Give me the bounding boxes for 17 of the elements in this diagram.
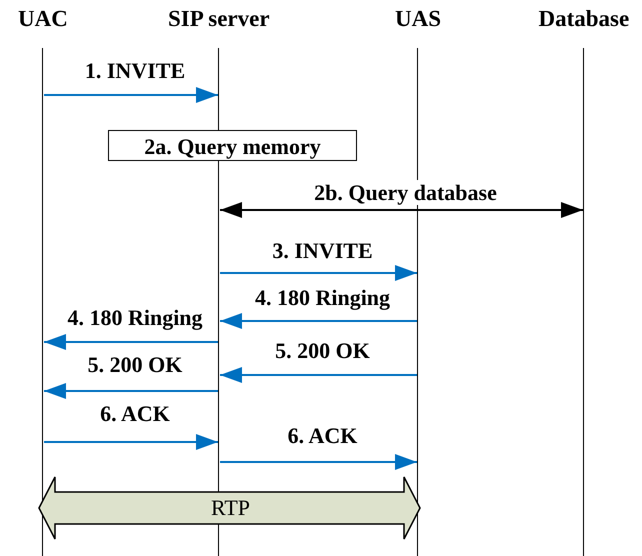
- edge-label: 2b. Query database: [312, 180, 499, 205]
- message-arrow: [44, 383, 218, 399]
- participant-label: UAC: [18, 6, 68, 32]
- message-arrow: [44, 334, 218, 350]
- process-box: 2a. Query memory: [108, 130, 357, 161]
- message-arrow: [220, 265, 417, 281]
- participant-label: UAS: [395, 6, 442, 32]
- block-arrow: [38, 476, 421, 540]
- message-arrow: [220, 454, 417, 470]
- message-arrow: [44, 87, 218, 103]
- message-arrow: [220, 202, 583, 218]
- participant-label: SIP server: [168, 6, 270, 32]
- edge-label: RTP: [210, 495, 250, 520]
- participant-label: Database: [538, 6, 630, 32]
- message-arrow: [44, 434, 218, 450]
- message-arrow: [220, 367, 417, 383]
- message-arrow: [220, 313, 417, 329]
